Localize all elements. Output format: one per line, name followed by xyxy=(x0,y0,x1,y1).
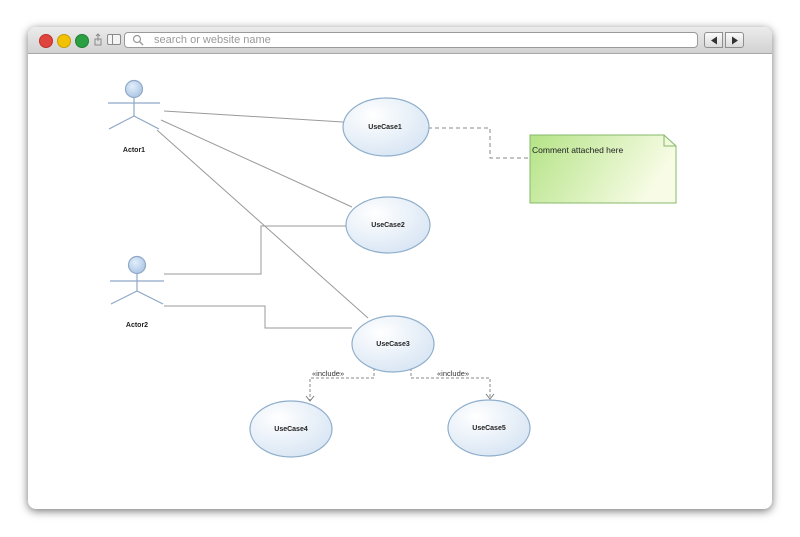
actor2[interactable] xyxy=(110,255,164,305)
comment-note[interactable]: Comment attached here xyxy=(529,134,677,204)
actor1-head xyxy=(124,79,144,99)
sidebar-icon[interactable] xyxy=(107,34,121,45)
include-usecase3-usecase5[interactable] xyxy=(410,368,491,399)
browser-window: search or website name xyxy=(28,27,772,509)
comment-text: Comment attached here xyxy=(532,145,623,155)
include-label-right: «include» xyxy=(437,369,469,378)
usecase2-label: UseCase2 xyxy=(371,222,405,229)
include-usecase3-usecase4[interactable] xyxy=(309,368,375,401)
usecase1-label: UseCase1 xyxy=(368,124,402,131)
search-icon xyxy=(132,34,144,46)
close-button[interactable] xyxy=(39,34,53,48)
title-bar: search or website name xyxy=(28,27,772,54)
usecase1[interactable]: UseCase1 xyxy=(342,97,430,157)
arrowhead-usecase5 xyxy=(485,393,495,400)
comment-anchor-line[interactable] xyxy=(428,127,530,159)
share-icon[interactable] xyxy=(94,33,102,46)
include-label-left: «include» xyxy=(312,369,344,378)
usecase2[interactable]: UseCase2 xyxy=(345,196,431,254)
include-arrowheads xyxy=(305,393,495,402)
association-lines xyxy=(156,110,369,329)
diagram-canvas: «include» «include» Actor1 Actor2 UseCas… xyxy=(108,79,677,458)
address-placeholder: search or website name xyxy=(154,34,271,46)
assoc-actor1-usecase2[interactable] xyxy=(160,119,353,208)
minimize-button[interactable] xyxy=(57,34,71,48)
actor2-label: Actor2 xyxy=(126,322,148,329)
assoc-actor1-usecase3[interactable] xyxy=(156,129,369,319)
actor1[interactable] xyxy=(108,79,160,130)
forward-arrow-icon xyxy=(732,36,738,45)
assoc-actor2-usecase3[interactable] xyxy=(164,305,352,329)
arrowhead-usecase4 xyxy=(305,395,315,402)
usecase3[interactable]: UseCase3 xyxy=(351,315,435,373)
assoc-actor2-usecase2[interactable] xyxy=(164,225,347,275)
forward-button[interactable] xyxy=(725,32,744,48)
usecase5[interactable]: UseCase5 xyxy=(447,399,531,457)
assoc-actor1-usecase1[interactable] xyxy=(163,110,344,123)
usecase3-label: UseCase3 xyxy=(376,341,410,348)
include-dependencies xyxy=(309,368,491,401)
usecase4-label: UseCase4 xyxy=(274,426,308,433)
zoom-button[interactable] xyxy=(75,34,89,48)
address-bar[interactable]: search or website name xyxy=(124,32,698,48)
back-button[interactable] xyxy=(704,32,723,48)
actor2-head xyxy=(127,255,147,275)
usecase4[interactable]: UseCase4 xyxy=(249,400,333,458)
back-arrow-icon xyxy=(711,36,717,45)
usecase5-label: UseCase5 xyxy=(472,425,506,432)
actor1-label: Actor1 xyxy=(123,147,145,154)
